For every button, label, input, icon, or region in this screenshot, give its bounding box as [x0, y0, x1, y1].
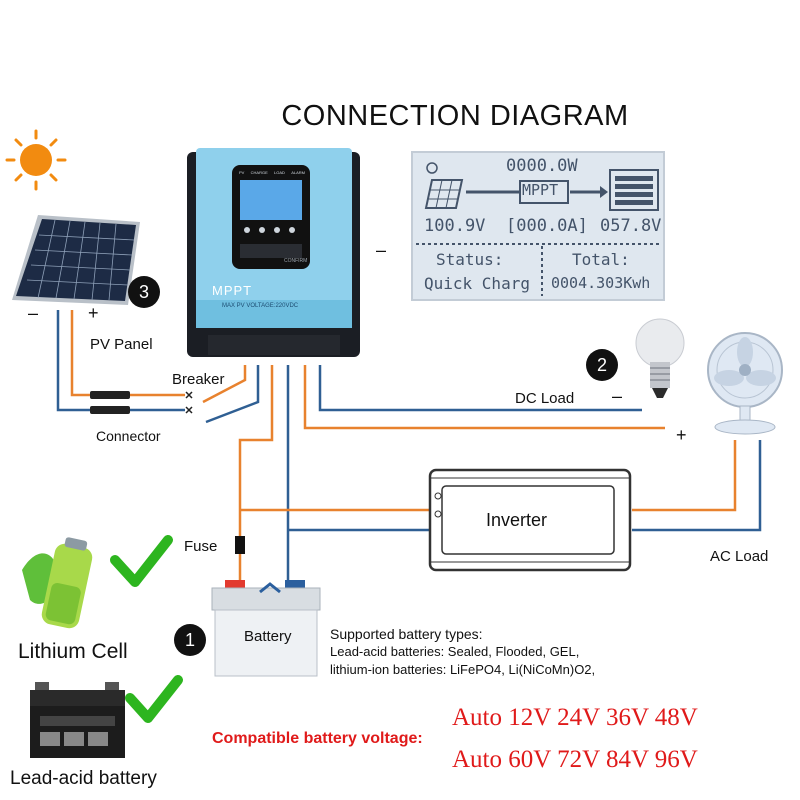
- fan-icon: [707, 332, 783, 435]
- lcd-power: 0000.0W: [506, 156, 578, 176]
- connector-icon: [90, 391, 130, 414]
- lead-acid-battery-icon: [30, 682, 125, 758]
- dc-load-label: DC Load: [515, 390, 575, 407]
- pv-plus-sign: +: [88, 303, 99, 323]
- lead-acid-check-icon: [125, 675, 183, 723]
- controller-confirm-label: CONFIRM: [284, 258, 308, 264]
- mppt-controller: [187, 148, 360, 357]
- breaker-label: Breaker: [172, 371, 225, 388]
- inverter-device: [428, 468, 632, 572]
- pv-panel-icon: [12, 215, 140, 305]
- indicator-alarm: ALARM: [291, 170, 305, 175]
- battery-types-lead-acid: Lead-acid batteries: Sealed, Flooded, GE…: [330, 644, 580, 659]
- lcd-total-label: Total:: [572, 250, 630, 269]
- light-bulb-icon: [635, 318, 685, 398]
- fuse-icon: [235, 536, 245, 554]
- dc-load-plus: +: [676, 425, 687, 445]
- lcd-current: [000.0A]: [506, 216, 588, 236]
- lcd-total-value: 0004.303Kwh: [551, 274, 651, 292]
- compatible-voltage-label: Compatible battery voltage:: [212, 730, 423, 747]
- indicator-pv: PV: [239, 170, 245, 175]
- dc-load-minus: –: [612, 386, 623, 406]
- battery-types-heading: Supported battery types:: [330, 626, 483, 642]
- pv-panel-label: PV Panel: [90, 336, 153, 353]
- lead-acid-label: Lead-acid battery: [10, 768, 157, 789]
- lcd-status-value: Quick Charg: [424, 274, 530, 293]
- compatible-voltage-line2: Auto 60V 72V 84V 96V: [452, 746, 698, 773]
- ac-load-label: AC Load: [710, 548, 769, 565]
- lcd-screen: [411, 151, 665, 301]
- indicator-load: LOAD: [274, 170, 285, 175]
- lcd-pv-voltage: 100.9V: [424, 216, 486, 236]
- lcd-status-label: Status:: [436, 250, 504, 269]
- inverter-label: Inverter: [486, 510, 548, 530]
- badge-three: 3: [128, 276, 160, 308]
- battery-label: Battery: [244, 628, 292, 645]
- connector-label: Connector: [96, 428, 161, 444]
- lithium-cell-label: Lithium Cell: [18, 640, 128, 663]
- sun-icon: [5, 129, 67, 191]
- battery-device: [211, 580, 321, 677]
- controller-dash: –: [376, 240, 387, 260]
- badge-one: 1: [174, 624, 206, 656]
- lithium-cell-icon: [22, 537, 93, 629]
- fuse-label: Fuse: [184, 538, 218, 555]
- diagram-title: CONNECTION DIAGRAM: [281, 100, 629, 132]
- lcd-mode: MPPT: [522, 181, 559, 199]
- compatible-voltage-line1: Auto 12V 24V 36V 48V: [452, 704, 698, 731]
- lcd-battery-voltage: 057.8V: [600, 216, 662, 236]
- breaker-icon: [185, 391, 193, 414]
- pv-minus-sign: –: [28, 303, 39, 323]
- controller-brand: MPPT: [212, 283, 253, 298]
- battery-types-lithium: lithium-ion batteries: LiFePO4, Li(NiCoM…: [330, 662, 596, 677]
- badge-two: 2: [586, 349, 618, 381]
- indicator-charge: CHARGE: [250, 170, 268, 175]
- battery-types-block: Supported battery types: Lead-acid batte…: [330, 625, 595, 679]
- lithium-check-icon: [110, 535, 173, 587]
- controller-indicators: PV CHARGE LOAD ALARM: [239, 170, 305, 175]
- controller-subtitle: MAX PV VOLTAGE:220VDC: [222, 303, 299, 309]
